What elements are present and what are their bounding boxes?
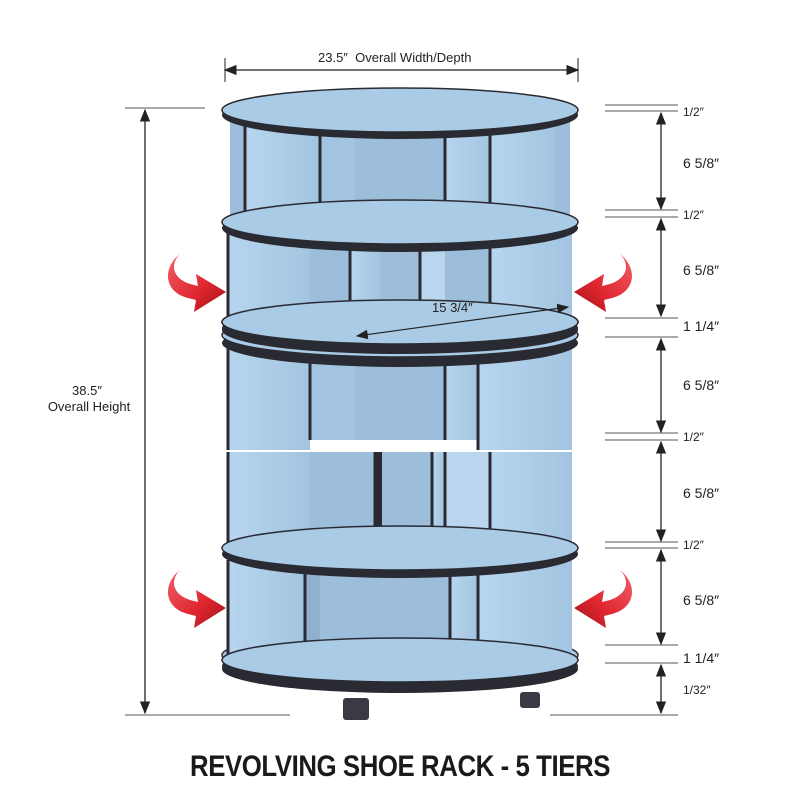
- rotate-arrow-icon: [574, 570, 632, 628]
- shelf-disc: [221, 525, 579, 571]
- arrow-shape: [574, 254, 632, 312]
- rotate-arrow-icon: [574, 254, 632, 312]
- dim-base-thickness: 1 1/4″: [683, 318, 720, 334]
- width-value: 23.5″: [318, 50, 348, 65]
- inner-diameter-label: 15 3/4″: [432, 300, 473, 315]
- width-label: Overall Width/Depth: [355, 50, 472, 65]
- product-title: REVOLVING SHOE RACK - 5 TIERS: [190, 750, 610, 783]
- shelf-disc: [221, 637, 579, 683]
- dim-shelf-thickness: 1/2″: [683, 538, 704, 552]
- width-dimension: 23.5″ Overall Width/Depth: [318, 50, 471, 65]
- foot: [343, 698, 369, 720]
- shoe-rack: [221, 87, 579, 720]
- dim-base-thickness: 1 1/4″: [683, 650, 720, 666]
- rotate-arrows: [168, 254, 632, 628]
- dim-shelf-thickness: 1/2″: [683, 430, 704, 444]
- height-dimension: 38.5″ Overall Height: [42, 383, 142, 415]
- dim-tier-height: 6 5/8″: [683, 592, 720, 608]
- dim-shelf-thickness: 1/2″: [683, 105, 704, 119]
- height-label: Overall Height: [47, 399, 131, 414]
- rotate-arrow-icon: [168, 254, 226, 312]
- dim-tier-height: 6 5/8″: [683, 485, 720, 501]
- divider-panel: [432, 452, 445, 548]
- shelf-disc: [221, 299, 579, 345]
- arrow-shape: [168, 570, 226, 628]
- dim-shelf-thickness: 1/2″: [683, 208, 704, 222]
- dim-tier-height: 6 5/8″: [683, 377, 720, 393]
- dimension-lines: [125, 58, 678, 716]
- foot: [520, 692, 540, 708]
- arrow-shape: [168, 254, 226, 312]
- dim-tier-height: 6 5/8″: [683, 262, 720, 278]
- shelf-disc: [221, 199, 579, 245]
- height-value: 38.5″: [72, 383, 102, 398]
- divider-panel: [305, 560, 320, 660]
- divider-panel: [375, 452, 382, 548]
- shelf-disc: [221, 87, 579, 133]
- arrow-shape: [574, 570, 632, 628]
- dim-feet-height: 1/32″: [683, 683, 711, 697]
- rotate-arrow-icon: [168, 570, 226, 628]
- dim-tier-height: 6 5/8″: [683, 155, 720, 171]
